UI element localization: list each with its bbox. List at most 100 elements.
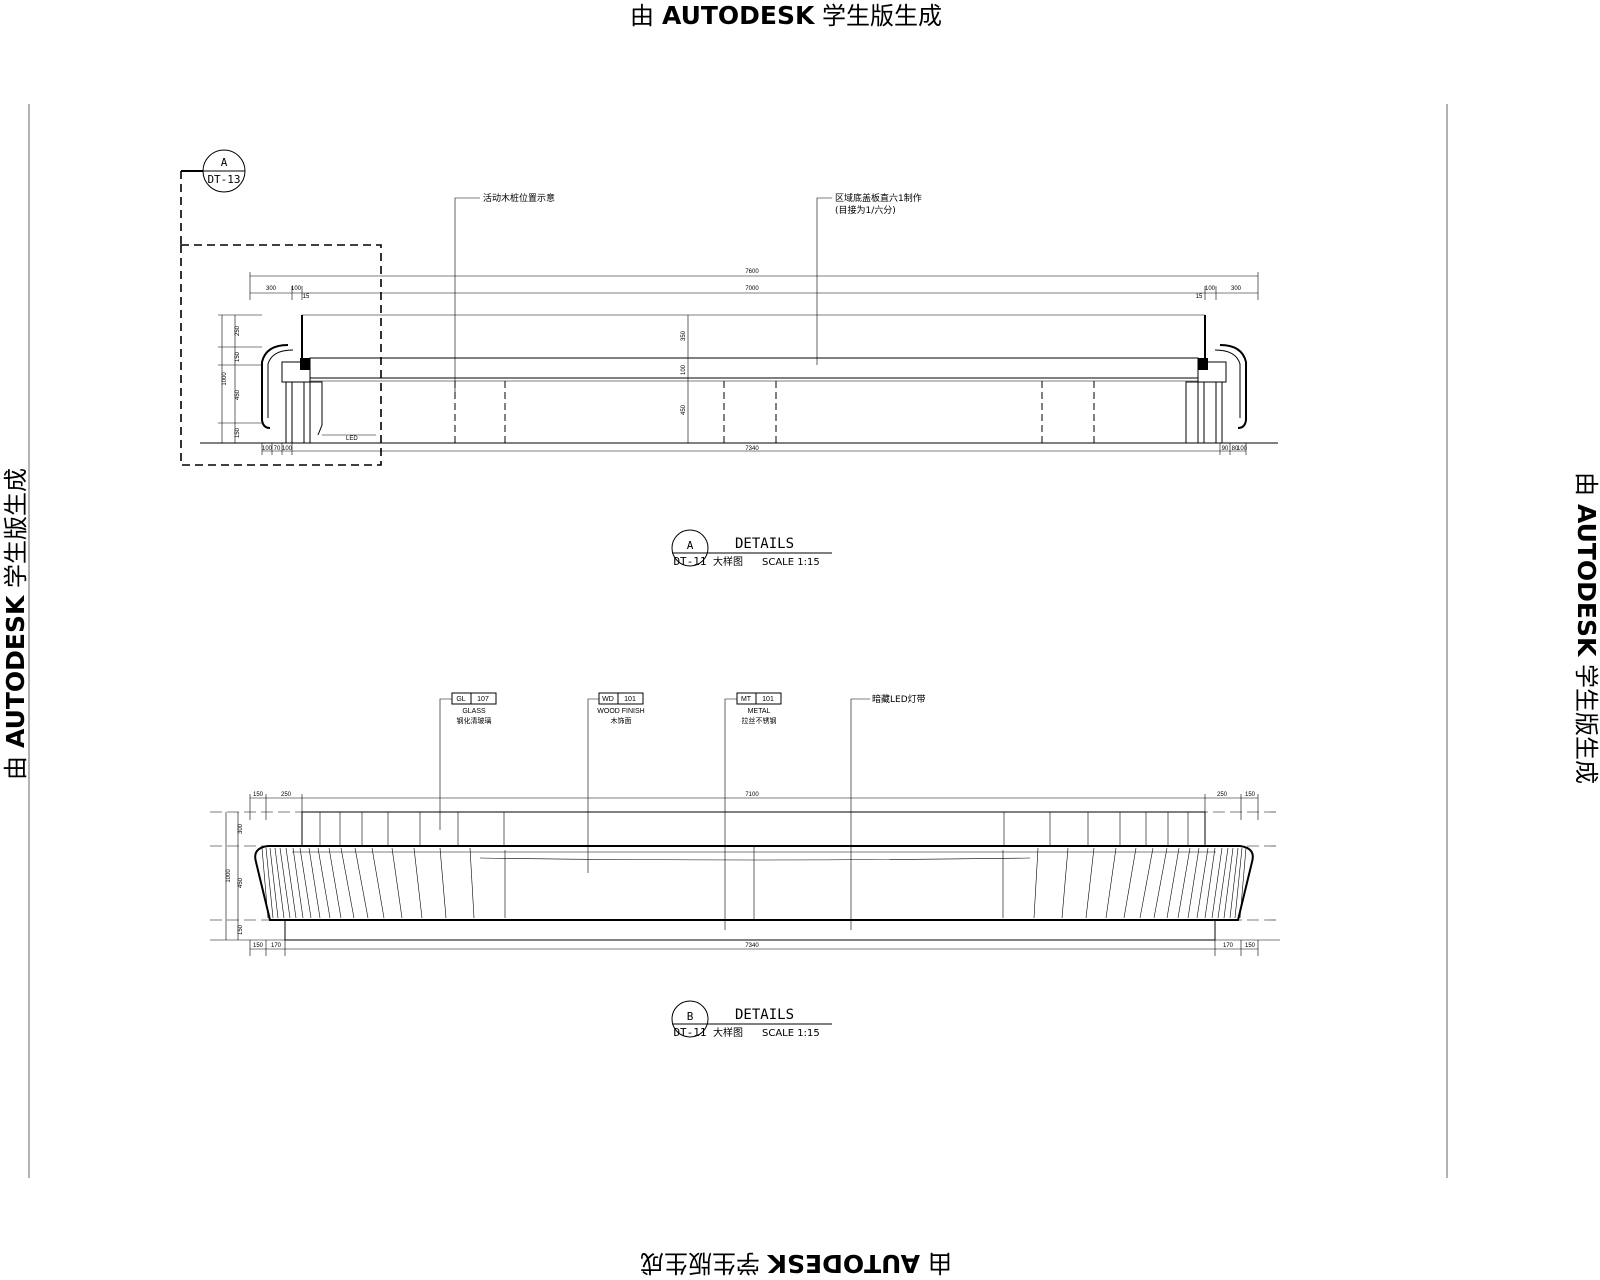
dim-top-right: 150 [1245, 792, 1256, 798]
dim-mid-v: 100 [681, 364, 687, 375]
end-profile-right [1185, 344, 1247, 444]
dim-left-v: 250 [235, 325, 241, 336]
callout-sheet: DT-13 [207, 173, 240, 186]
end-profile-left: LED [261, 344, 376, 444]
watermark-brand: AUTODESK [766, 1249, 920, 1278]
dim-left-part: 300 [266, 286, 277, 292]
annotation-text: (目接为1/六分) [835, 204, 896, 216]
title-sheet: DT-11 [673, 1026, 706, 1039]
dim-top-right: 250 [1217, 792, 1228, 798]
fluting-left [261, 847, 506, 919]
dim-top-center: 7100 [745, 792, 759, 798]
fluting-right [1002, 847, 1247, 919]
watermark-left: 由 AUTODESK 学生版生成 [1, 468, 30, 780]
title-letter: B [687, 1010, 694, 1023]
watermark-brand: AUTODESK [662, 1, 816, 30]
annotation-leader-1: 活动木桩位置示意 [454, 192, 555, 395]
watermark-top: 由 AUTODESK 学生版生成 [630, 1, 942, 30]
dim-left-v: 1000 [226, 869, 232, 883]
dim-right-part: 15 [1196, 294, 1203, 300]
dim-mid-v: 350 [681, 330, 687, 341]
watermark-suffix: 学生版生成 [2, 468, 30, 588]
dim-left-v: 300 [238, 823, 244, 834]
title-sheet: DT-11 [673, 555, 706, 568]
annotation-led: 暗藏LED灯带 [850, 693, 926, 930]
dim-left-v: 150 [235, 427, 241, 438]
dim-bottom-left: 100 [282, 446, 293, 452]
dim-left-v: 1000 [222, 372, 228, 386]
detail-a: A DT-13 活动木桩位置示意 区域底盖板直六1制作 (目接为1/六分) 76… [180, 149, 1278, 568]
annotation-text: 区域底盖板直六1制作 [835, 192, 922, 204]
material-tag-wood: WD 101 WOOD FINISH 木饰面 [587, 692, 645, 873]
dim-top-left: 250 [281, 792, 292, 798]
dim-mid-v: 450 [681, 404, 687, 415]
tag-cn: 木饰面 [611, 716, 632, 725]
annotation-text: 暗藏LED灯带 [872, 693, 926, 705]
glass-band [301, 811, 1206, 847]
small-note: LED [346, 436, 358, 442]
watermark-prefix: 由 [928, 1249, 952, 1277]
watermark-brand: AUTODESK [1572, 504, 1600, 658]
watermark-right: 由 AUTODESK 学生版生成 [1572, 472, 1600, 784]
hatched-slab [309, 357, 1199, 379]
watermark-prefix: 由 [1572, 472, 1600, 496]
dim-bottom-right: 150 [1245, 943, 1256, 949]
watermark-bottom: 由 AUTODESK 学生版生成 [640, 1249, 952, 1278]
dim-bottom-left: 150 [253, 943, 264, 949]
title-cn: 大样图 [713, 555, 743, 568]
watermark-prefix: 由 [2, 756, 30, 780]
dim-bottom-left: 70 [274, 446, 281, 452]
dim-left-v: 150 [235, 351, 241, 362]
enlargement-box [180, 244, 382, 466]
title-heading: DETAILS [735, 536, 794, 552]
annotation-text: 活动木桩位置示意 [483, 192, 555, 204]
annotation-leader-2: 区域底盖板直六1制作 (目接为1/六分) [816, 192, 922, 365]
detail-title-a: A DT-11 DETAILS 大样图 SCALE 1:15 [671, 529, 832, 568]
tag-name: METAL [748, 708, 771, 715]
title-cn: 大样图 [713, 1026, 743, 1039]
dim-left-part: 15 [303, 294, 310, 300]
dim-left-v: 450 [238, 877, 244, 888]
title-heading: DETAILS [735, 1007, 794, 1023]
watermark-suffix: 学生版生成 [640, 1249, 760, 1277]
detail-b: GL 107 GLASS 钢化清玻璃 WD 101 WOOD FINISH 木饰… [210, 692, 1280, 1039]
dim-bottom-right: 80 [1232, 446, 1239, 452]
detail-title-b: B DT-11 DETAILS 大样图 SCALE 1:15 [671, 1000, 832, 1039]
material-tag-metal: MT 101 METAL 拉丝不锈钢 [724, 692, 782, 930]
title-letter: A [687, 539, 694, 552]
watermark-suffix: 学生版生成 [1572, 664, 1600, 784]
material-tag-glass: GL 107 GLASS 钢化清玻璃 [439, 692, 497, 830]
dim-top-left: 150 [253, 792, 264, 798]
title-scale: SCALE 1:15 [762, 1028, 820, 1039]
dim-overall: 7600 [745, 269, 759, 275]
dim-left-v: 450 [235, 389, 241, 400]
tag-code: MT [741, 696, 752, 703]
dim-right-part: 300 [1231, 286, 1242, 292]
glass-band-segments [319, 812, 1189, 846]
watermark-brand: AUTODESK [1, 594, 30, 748]
dim-bottom-right: 170 [1223, 943, 1234, 949]
dim-bottom-left: 170 [271, 943, 282, 949]
dim-right-part: 100 [1205, 286, 1216, 292]
seat-body-outline [254, 845, 1254, 921]
title-scale: SCALE 1:15 [762, 557, 820, 568]
tag-cn: 钢化清玻璃 [457, 716, 492, 725]
dim-bottom-right: 100 [1237, 446, 1248, 452]
dim-left-v: 150 [238, 924, 244, 935]
tag-num: 107 [477, 696, 489, 703]
dim-bottom-center: 7340 [745, 943, 759, 949]
dim-bottom-center: 7340 [745, 446, 759, 452]
tag-code: WD [602, 696, 614, 703]
dim-inner: 7000 [745, 286, 759, 292]
tag-name: GLASS [462, 708, 486, 715]
dim-left-part: 100 [291, 286, 302, 292]
tag-num: 101 [762, 696, 774, 703]
tag-cn: 拉丝不锈钢 [742, 716, 777, 725]
tag-name: WOOD FINISH [597, 708, 644, 715]
watermark-prefix: 由 [630, 2, 654, 30]
dim-bottom-right: 90 [1222, 446, 1229, 452]
metal-plinth [284, 919, 1216, 941]
tag-code: GL [456, 696, 465, 703]
tag-num: 101 [624, 696, 636, 703]
